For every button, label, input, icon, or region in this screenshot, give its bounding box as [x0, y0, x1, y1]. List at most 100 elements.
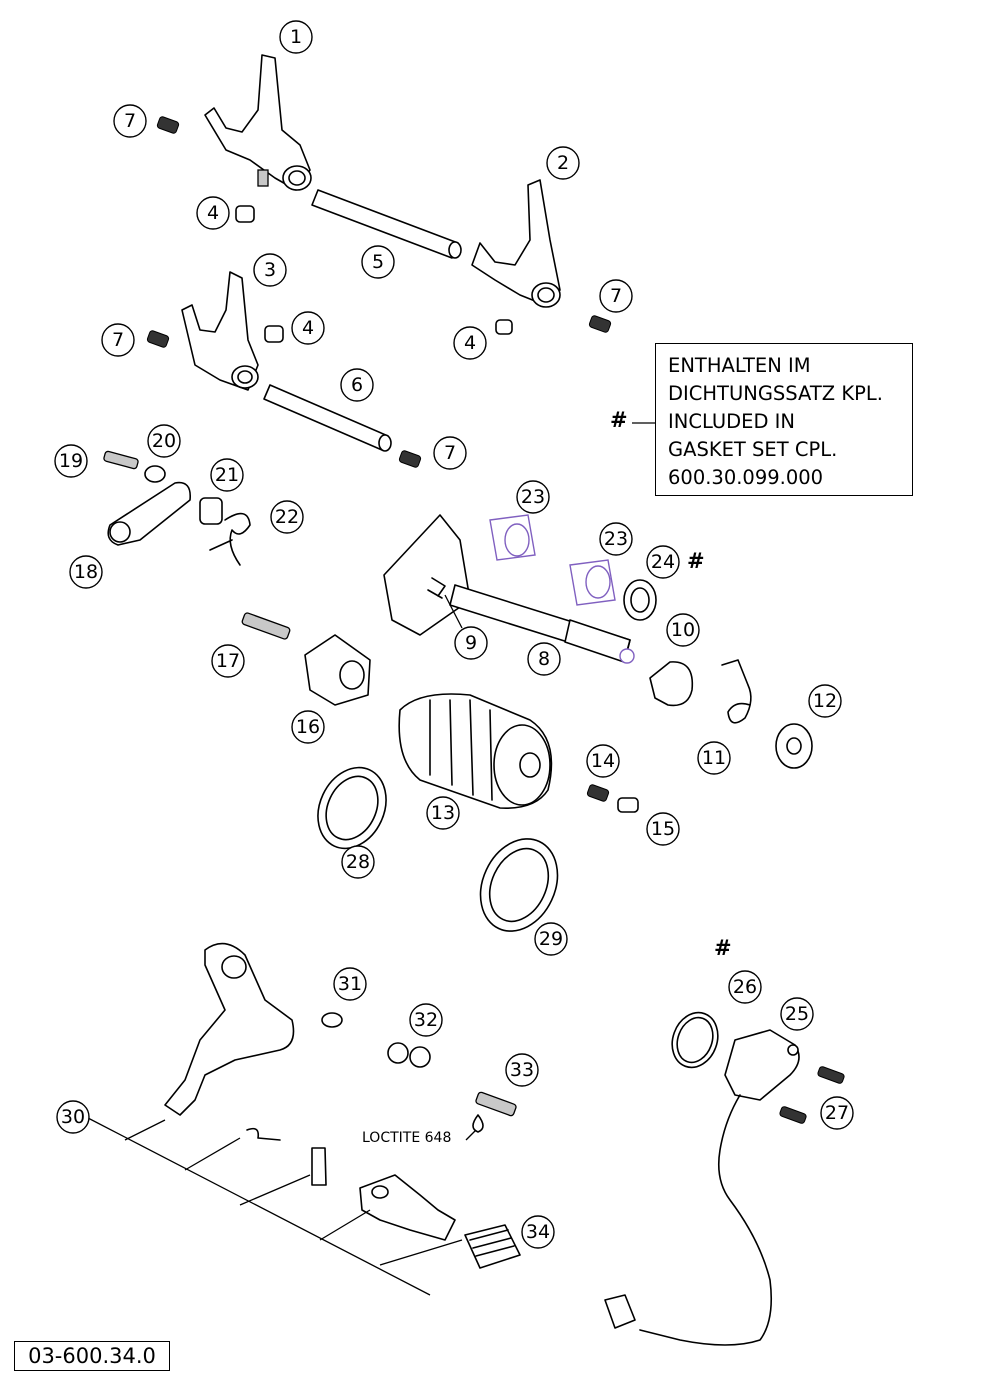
callout-17: 17: [211, 644, 245, 678]
callout-4a: 4: [196, 196, 230, 230]
note-line-1: ENTHALTEN IM: [668, 354, 811, 377]
callout-7d: 7: [433, 436, 467, 470]
svg-text:14: 14: [591, 750, 615, 772]
svg-text:23: 23: [521, 486, 545, 508]
svg-text:21: 21: [215, 464, 239, 486]
svg-text:24: 24: [651, 551, 675, 573]
svg-text:7: 7: [124, 110, 136, 132]
shift-rail-5: [311, 189, 462, 259]
svg-text:12: 12: [813, 690, 837, 712]
callout-10: 10: [666, 613, 700, 647]
callout-33: 33: [505, 1053, 539, 1087]
svg-text:34: 34: [526, 1221, 550, 1243]
svg-text:25: 25: [785, 1003, 809, 1025]
callout-3: 3: [253, 253, 287, 287]
svg-text:19: 19: [59, 450, 83, 472]
gasket-set-note: ENTHALTEN IM DICHTUNGSSATZ KPL. INCLUDED…: [655, 343, 913, 496]
callout-30-leaders: [87, 1117, 463, 1296]
callout-25: 25: [780, 997, 814, 1031]
springs-and-pins: [146, 116, 639, 813]
svg-text:23: 23: [604, 528, 628, 550]
svg-text:15: 15: [651, 818, 675, 840]
callout-1: 1: [279, 20, 313, 54]
callout-16: 16: [291, 710, 325, 744]
svg-text:1: 1: [290, 26, 302, 48]
svg-text:22: 22: [275, 506, 299, 528]
bearings-28-29: [317, 766, 559, 932]
note-line-5: 600.30.099.000: [668, 466, 824, 489]
callout-15: 15: [646, 812, 680, 846]
callout-4b: 4: [291, 311, 325, 345]
svg-text:10: 10: [671, 619, 695, 641]
callout-8: 8: [527, 642, 561, 676]
callout-34: 34: [521, 1215, 555, 1249]
callout-11: 11: [697, 741, 731, 775]
svg-text:27: 27: [825, 1102, 849, 1124]
callout-23b: 23: [599, 522, 633, 556]
svg-text:4: 4: [302, 317, 314, 339]
svg-text:7: 7: [444, 442, 456, 464]
callout-27: 27: [820, 1096, 854, 1130]
diagram-code: 03-600.34.0: [14, 1341, 170, 1371]
note-line-2: DICHTUNGSSATZ KPL.: [668, 382, 883, 405]
callout-28: 28: [341, 845, 375, 879]
hash-mark-24: #: [687, 549, 705, 573]
locking-lever-parts: [649, 659, 813, 769]
svg-text:13: 13: [431, 802, 455, 824]
svg-text:11: 11: [702, 747, 726, 769]
shift-lever-30: [164, 942, 521, 1269]
callout-9: 9: [454, 626, 488, 660]
callout-13: 13: [426, 796, 460, 830]
callout-5: 5: [361, 245, 395, 279]
svg-text:4: 4: [207, 202, 219, 224]
callout-6: 6: [340, 368, 374, 402]
callout-24: 24: [646, 545, 680, 579]
callout-30: 30: [56, 1100, 90, 1134]
svg-text:28: 28: [346, 851, 370, 873]
callout-12: 12: [808, 684, 842, 718]
callout-18: 18: [69, 555, 103, 589]
note-line-3: INCLUDED IN: [668, 410, 796, 433]
shift-lever-assembly: [103, 450, 251, 566]
svg-text:7: 7: [610, 285, 622, 307]
callout-23a: 23: [516, 480, 550, 514]
callout-7a: 7: [113, 104, 147, 138]
svg-text:32: 32: [414, 1009, 438, 1031]
svg-text:8: 8: [538, 648, 550, 670]
shift-fork-3: [181, 271, 259, 391]
shift-shaft-8: [383, 514, 635, 664]
svg-text:16: 16: [296, 716, 320, 738]
shift-fork-2: [471, 179, 561, 308]
hash-mark-26: #: [714, 936, 732, 960]
svg-text:4: 4: [464, 332, 476, 354]
shift-fork-1: [204, 54, 312, 191]
note-hash-marker: #: [610, 408, 628, 432]
shift-rail-6: [263, 384, 392, 452]
needle-bearings-23: [489, 514, 657, 621]
svg-text:20: 20: [152, 430, 176, 452]
svg-text:6: 6: [351, 374, 363, 396]
svg-text:18: 18: [74, 561, 98, 583]
callout-2: 2: [546, 146, 580, 180]
callout-14: 14: [586, 744, 620, 778]
svg-text:9: 9: [465, 632, 477, 654]
callout-32: 32: [409, 1003, 443, 1037]
callout-26: 26: [728, 970, 762, 1004]
shift-drum-13: [241, 612, 553, 809]
callout-labels: 1 2 3 4 4 4 5 6 7 7 7 7 8 9 10 11 12 13 …: [54, 20, 854, 1249]
svg-text:30: 30: [61, 1106, 85, 1128]
callout-4c: 4: [453, 326, 487, 360]
callout-7c: 7: [101, 323, 135, 357]
svg-text:29: 29: [539, 928, 563, 950]
loctite-label: LOCTITE 648: [362, 1130, 452, 1146]
gear-sensor-25: [604, 1011, 845, 1346]
note-line-4: GASKET SET CPL.: [668, 438, 838, 461]
loctite-drop-icon: [472, 1114, 484, 1133]
callout-20: 20: [147, 424, 181, 458]
svg-text:3: 3: [264, 259, 276, 281]
callout-7b: 7: [599, 279, 633, 313]
callout-19: 19: [54, 444, 88, 478]
svg-text:17: 17: [216, 650, 240, 672]
callout-21: 21: [210, 458, 244, 492]
